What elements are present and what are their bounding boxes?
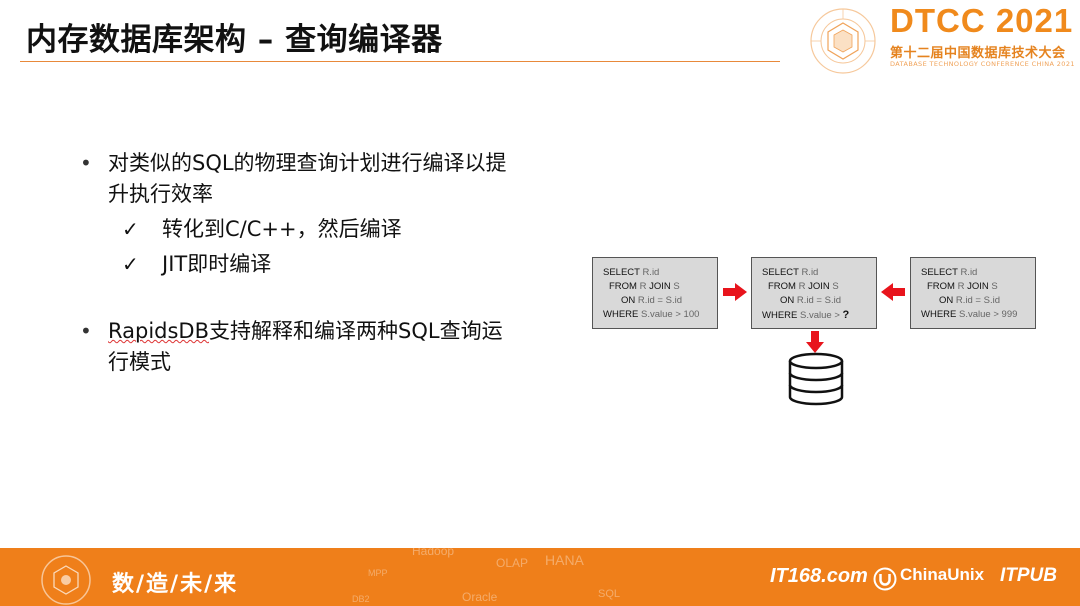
sub-bullet-item: ✓ 转化到C/C++，然后编译 xyxy=(80,214,560,245)
bullet-dot-icon: • xyxy=(80,151,92,175)
slide-title: 内存数据库架构 – 查询编译器 xyxy=(26,22,443,58)
sponsor-chinaunix-logo: ChinaUnix xyxy=(900,565,985,584)
bullet-item: • 对类似的SQL的物理查询计划进行编译以提 升执行效率 xyxy=(80,148,560,210)
footer-deco-text: MPP xyxy=(368,568,388,578)
sponsor-it168-logo: IT168.com xyxy=(770,565,868,587)
footer-deco-text: Hadoop xyxy=(412,548,455,558)
sql-box-right: SELECT R.id FROM R JOIN S ON R.id = S.id… xyxy=(910,257,1036,329)
footer-banner: 数/造/未/来 Hadoop OLAP HANA MPP DB2 Oracle … xyxy=(0,548,1080,606)
database-icon xyxy=(788,352,844,406)
footer-deco-text: DB2 xyxy=(352,594,370,604)
sql-box-middle: SELECT R.id FROM R JOIN S ON R.id = S.id… xyxy=(751,257,877,329)
checkmark-icon: ✓ xyxy=(122,217,139,241)
arrow-down-icon xyxy=(806,331,824,353)
footer-deco-text: HANA xyxy=(545,552,584,568)
footer-slogan: 数/造/未/来 xyxy=(112,572,239,597)
sql-box-left: SELECT R.id FROM R JOIN S ON R.id = S.id… xyxy=(592,257,718,329)
dtcc-seal-icon xyxy=(810,8,876,74)
checkmark-icon: ✓ xyxy=(122,252,139,276)
footer-deco-text: OLAP xyxy=(496,556,529,570)
bullet-text: 行模式 xyxy=(108,350,171,374)
chinaunix-logo-icon xyxy=(873,567,897,591)
sub-bullet-text: JIT即时编译 xyxy=(162,252,272,276)
footer-seal-icon xyxy=(41,555,91,605)
footer-deco-text: Oracle xyxy=(462,590,498,604)
bullet-text: RapidsDB支持解释和编译两种SQL查询运 xyxy=(108,316,560,347)
bullet-list: • 对类似的SQL的物理查询计划进行编译以提 升执行效率 ✓ 转化到C/C++，… xyxy=(80,148,560,378)
conference-name: 第十二届中国数据库技术大会 xyxy=(890,46,1066,61)
sponsor-itpub-logo: ITPUB xyxy=(1000,565,1057,586)
bullet-text-rest: 支持解释和编译两种SQL查询运 xyxy=(209,319,503,343)
spellcheck-underlined-word: RapidsDB xyxy=(108,319,210,343)
bullet-dot-icon: • xyxy=(80,319,92,343)
bullet-text: 对类似的SQL的物理查询计划进行编译以提 xyxy=(108,151,507,175)
sub-bullet-item: ✓ JIT即时编译 xyxy=(80,249,560,280)
dtcc-logo-text: DTCC 2021 xyxy=(890,2,1074,39)
arrow-left-icon xyxy=(881,283,905,301)
sub-bullet-text: 转化到C/C++，然后编译 xyxy=(162,217,402,241)
footer-deco-text: SQL xyxy=(598,588,621,600)
bullet-item: • RapidsDB支持解释和编译两种SQL查询运 行模式 xyxy=(80,316,560,378)
conference-name-en: DATABASE TECHNOLOGY CONFERENCE CHINA 202… xyxy=(890,60,1075,68)
arrow-right-icon xyxy=(723,283,747,301)
title-divider xyxy=(20,61,780,62)
bullet-text: 升执行效率 xyxy=(108,182,213,206)
